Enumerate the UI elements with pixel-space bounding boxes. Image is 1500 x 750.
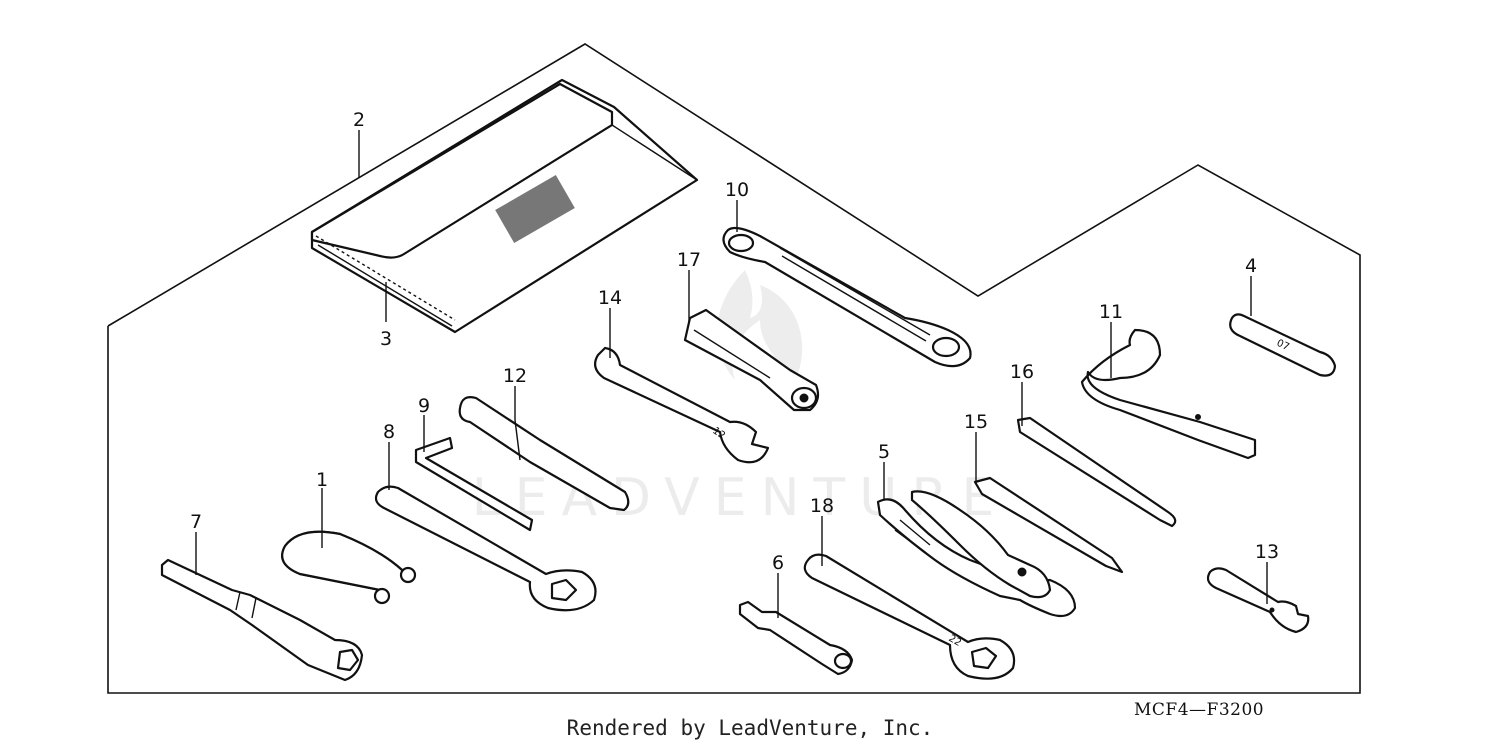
open-end-wrench-12: 12 xyxy=(593,346,770,464)
callout-4: 4 xyxy=(1245,255,1257,277)
credit-line: Rendered by LeadVenture, Inc. xyxy=(566,716,934,740)
leader-lines xyxy=(195,130,1268,618)
callout-14: 14 xyxy=(598,287,622,309)
velcro-patch xyxy=(495,175,575,243)
callout-6: 6 xyxy=(772,552,784,574)
wrench-4-stamp: 07 xyxy=(1275,338,1291,353)
box-wrench-22: 22 xyxy=(803,553,1016,680)
screwdriver-grip xyxy=(458,396,630,512)
socket-extension xyxy=(738,600,854,676)
spark-plug-wrench xyxy=(160,558,364,682)
helmet-cable xyxy=(281,530,417,605)
callout-15: 15 xyxy=(964,411,988,433)
tool-bag xyxy=(310,78,699,334)
diagram-boundary xyxy=(107,43,1361,694)
box-wrench-8 xyxy=(374,485,597,612)
callout-12: 12 xyxy=(503,365,527,387)
small-open-wrench xyxy=(1206,567,1310,634)
hook-spanner xyxy=(1080,328,1257,460)
callout-18: 18 xyxy=(810,495,834,517)
screwdriver-shaft-16 xyxy=(1016,416,1177,528)
callout-9: 9 xyxy=(418,395,430,417)
callout-1: 1 xyxy=(316,469,328,491)
watermark: LEADVENTURE xyxy=(472,270,994,528)
callout-2: 2 xyxy=(353,109,365,131)
callout-labels: 1 2 3 4 5 6 7 8 9 10 11 12 13 14 15 16 1… xyxy=(190,109,1279,574)
hex-key xyxy=(414,436,534,532)
callout-10: 10 xyxy=(725,179,749,201)
callout-8: 8 xyxy=(383,421,395,443)
callout-16: 16 xyxy=(1010,361,1034,383)
callout-11: 11 xyxy=(1099,301,1123,323)
callout-13: 13 xyxy=(1255,541,1279,563)
diagram-code: MCF4—F3200 xyxy=(1134,700,1265,720)
callout-5: 5 xyxy=(878,441,890,463)
flat-wrench-07: 07 xyxy=(1229,313,1337,377)
watermark-flame-icon xyxy=(716,270,803,390)
pliers xyxy=(876,490,1077,618)
callout-3: 3 xyxy=(380,328,392,350)
callout-7: 7 xyxy=(190,511,202,533)
screwdriver-shaft-15 xyxy=(973,476,1124,574)
callout-17: 17 xyxy=(677,249,701,271)
ring-wrench xyxy=(722,226,972,368)
hex-driver xyxy=(683,308,820,412)
